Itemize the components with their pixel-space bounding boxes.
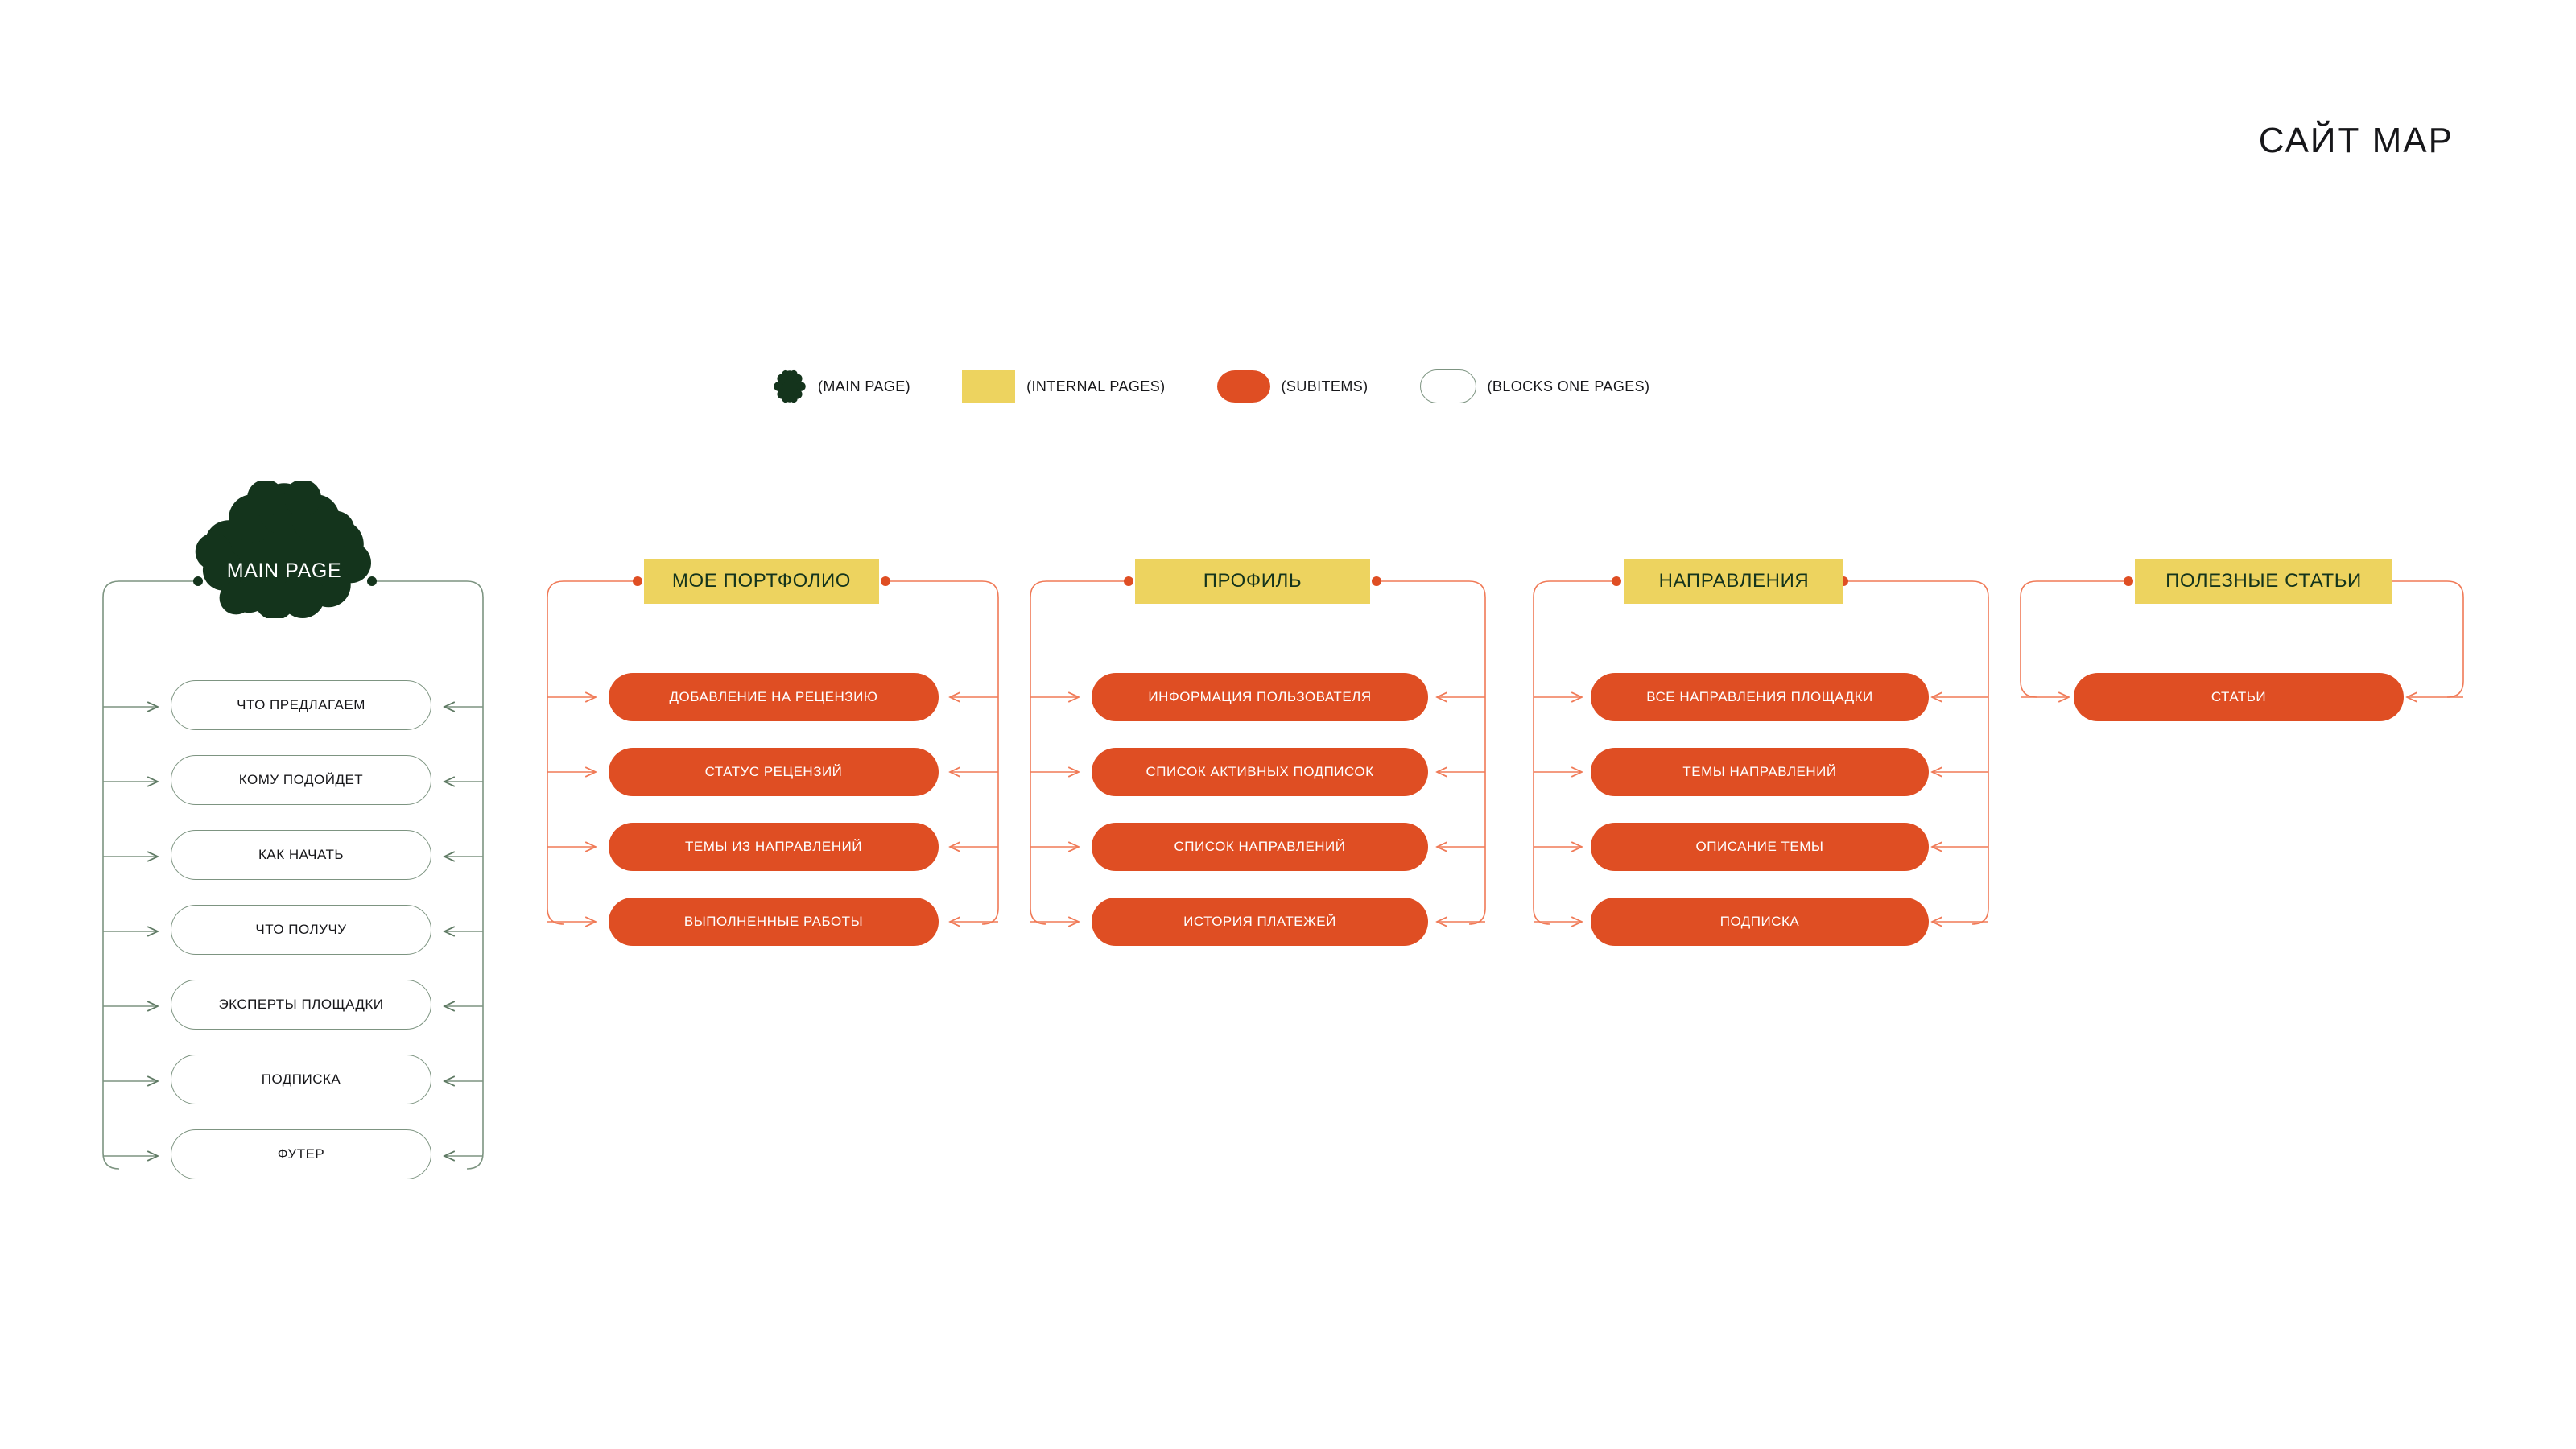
subitem-label: СТАТУС РЕЦЕНЗИЙ: [704, 764, 843, 779]
subitem-temy-napravleniy[interactable]: ТЕМЫ НАПРАВЛЕНИЙ: [1591, 748, 1929, 796]
subitem-label: ОПИСАНИЕ ТЕМЫ: [1695, 839, 1824, 854]
subitem-vypolnennye-raboty[interactable]: ВЫПОЛНЕННЫЕ РАБОТЫ: [609, 898, 939, 946]
subitem-label: ДОБАВЛЕНИЕ НА РЕЦЕНЗИЮ: [669, 689, 878, 704]
subitem-label: СПИСОК АКТИВНЫХ ПОДПИСОК: [1146, 764, 1374, 779]
subitem-dobavlenie-na-recenziyu[interactable]: ДОБАВЛЕНИЕ НА РЕЦЕНЗИЮ: [609, 673, 939, 721]
subitem-label: ИСТОРИЯ ПЛАТЕЖЕЙ: [1183, 914, 1336, 929]
legend-item-main-page: (MAIN PAGE): [773, 369, 910, 404]
legend-label-main-page: (MAIN PAGE): [818, 378, 911, 394]
subitem-label: ТЕМЫ ИЗ НАПРАВЛЕНИЙ: [685, 839, 862, 854]
header-label: МОЕ ПОРТФОЛИО: [671, 570, 852, 592]
main-page-flower-icon[interactable]: [192, 481, 377, 618]
subitem-label: ИНФОРМАЦИЯ ПОЛЬЗОВАТЕЛЯ: [1148, 689, 1372, 704]
subitem-label: СПИСОК НАПРАВЛЕНИЙ: [1174, 839, 1346, 854]
block-label: КОМУ ПОДОЙДЕТ: [238, 772, 364, 787]
block-kak-nachat[interactable]: КАК НАЧАТЬ: [171, 830, 431, 880]
legend-label-internal-pages: (INTERNAL PAGES): [1026, 378, 1166, 394]
block-eksperty-ploshchadki[interactable]: ЭКСПЕРТЫ ПЛОЩАДКИ: [171, 980, 431, 1030]
legend-label-blocks-one-pages: (BLOCKS ONE PAGES): [1487, 378, 1650, 394]
block-label: ЧТО ПОЛУЧУ: [255, 922, 347, 937]
subitem-stati[interactable]: СТАТЬИ: [2074, 673, 2404, 721]
legend-item-internal-pages: (INTERNAL PAGES): [962, 370, 1165, 402]
subitem-label: СТАТЬИ: [2211, 689, 2267, 704]
outline-pill-icon: [1419, 369, 1476, 403]
legend-label-subitems: (SUBITEMS): [1281, 378, 1368, 394]
subitem-label: ТЕМЫ НАПРАВЛЕНИЙ: [1682, 764, 1837, 779]
block-komu-podoydet[interactable]: КОМУ ПОДОЙДЕТ: [171, 755, 431, 805]
header-label: ПОЛЕЗНЫЕ СТАТЬИ: [2165, 570, 2362, 592]
legend: (MAIN PAGE) (INTERNAL PAGES) (SUBITEMS) …: [773, 364, 1649, 409]
block-podpiska[interactable]: ПОДПИСКА: [171, 1055, 431, 1104]
header-articles[interactable]: ПОЛЕЗНЫЕ СТАТЬИ: [2135, 559, 2392, 604]
pill-icon: [1216, 370, 1270, 402]
block-label: ФУТЕР: [277, 1146, 325, 1162]
subitem-opisanie-temy[interactable]: ОПИСАНИЕ ТЕМЫ: [1591, 823, 1929, 871]
flower-icon: [774, 369, 806, 403]
subitem-label: ПОДПИСКА: [1719, 914, 1800, 929]
subitem-label: ВЫПОЛНЕННЫЕ РАБОТЫ: [683, 914, 864, 929]
subitem-istoriya-platezhey[interactable]: ИСТОРИЯ ПЛАТЕЖЕЙ: [1092, 898, 1428, 946]
page-title: САЙТ МАР: [2258, 121, 2454, 160]
block-chto-predlagaem[interactable]: ЧТО ПРЕДЛАГАЕМ: [171, 680, 431, 730]
legend-item-blocks-one-pages: (BLOCKS ONE PAGES): [1419, 369, 1650, 403]
subitem-spisok-aktivnyh-podpisok[interactable]: СПИСОК АКТИВНЫХ ПОДПИСОК: [1092, 748, 1428, 796]
subitem-temy-iz-napravleniy[interactable]: ТЕМЫ ИЗ НАПРАВЛЕНИЙ: [609, 823, 939, 871]
legend-item-subitems: (SUBITEMS): [1216, 370, 1368, 402]
subitem-informaciya-polzovatelya[interactable]: ИНФОРМАЦИЯ ПОЛЬЗОВАТЕЛЯ: [1092, 673, 1428, 721]
header-profile[interactable]: ПРОФИЛЬ: [1135, 559, 1370, 604]
subitem-vse-napravleniya-ploshchadki[interactable]: ВСЕ НАПРАВЛЕНИЯ ПЛОЩАДКИ: [1591, 673, 1929, 721]
block-label: ЭКСПЕРТЫ ПЛОЩАДКИ: [218, 997, 384, 1012]
block-chto-poluchu[interactable]: ЧТО ПОЛУЧУ: [171, 905, 431, 955]
header-label: НАПРАВЛЕНИЯ: [1658, 570, 1810, 592]
subitem-podpiska[interactable]: ПОДПИСКА: [1591, 898, 1929, 946]
rect-icon: [962, 370, 1016, 402]
header-portfolio[interactable]: МОЕ ПОРТФОЛИО: [644, 559, 879, 604]
main-page-label: MAIN PAGE: [226, 559, 342, 582]
block-label: ЧТО ПРЕДЛАГАЕМ: [237, 697, 365, 712]
subitem-status-recenziy[interactable]: СТАТУС РЕЦЕНЗИЙ: [609, 748, 939, 796]
header-label: ПРОФИЛЬ: [1203, 570, 1302, 592]
block-label: КАК НАЧАТЬ: [258, 847, 345, 862]
block-label: ПОДПИСКА: [261, 1071, 341, 1087]
header-directions[interactable]: НАПРАВЛЕНИЯ: [1624, 559, 1843, 604]
subitem-label: ВСЕ НАПРАВЛЕНИЯ ПЛОЩАДКИ: [1646, 689, 1873, 704]
subitem-spisok-napravleniy[interactable]: СПИСОК НАПРАВЛЕНИЙ: [1092, 823, 1428, 871]
block-futer[interactable]: ФУТЕР: [171, 1129, 431, 1179]
